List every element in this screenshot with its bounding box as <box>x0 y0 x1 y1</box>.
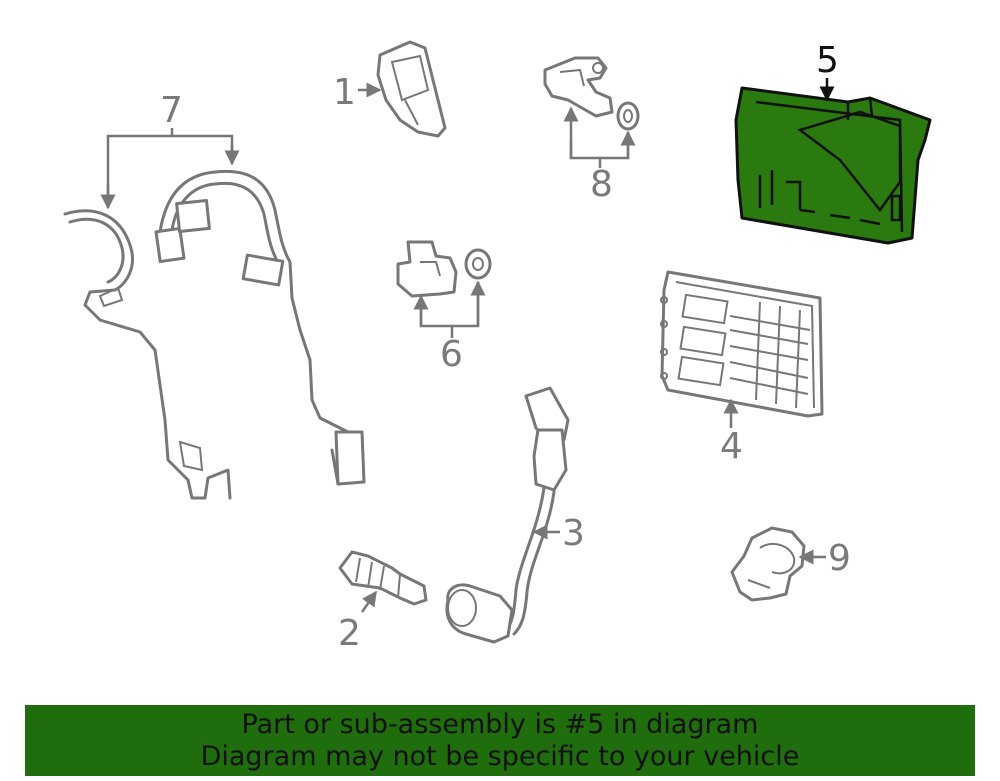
part-2-sensor[interactable] <box>338 550 428 606</box>
callout-2: 2 <box>338 613 361 654</box>
part-8-washer[interactable] <box>616 101 640 131</box>
callout-4: 4 <box>720 426 743 467</box>
fitment-banner: Part or sub-assembly is #5 in diagram Di… <box>25 705 975 776</box>
bracket-7 <box>106 134 234 205</box>
part-1-sensor[interactable] <box>376 40 447 138</box>
arrow-2 <box>360 590 378 613</box>
part-5-module[interactable] <box>734 86 932 245</box>
callout-7: 7 <box>160 90 183 131</box>
callout-8: 8 <box>590 164 613 205</box>
part-6-washer[interactable] <box>464 248 492 280</box>
callout-3: 3 <box>562 513 585 554</box>
part-6-clip[interactable] <box>396 240 458 298</box>
part-3-sensor[interactable] <box>445 386 570 644</box>
banner-line-1: Part or sub-assembly is #5 in diagram <box>241 708 759 740</box>
bracket-8 <box>569 140 630 160</box>
callout-1: 1 <box>333 72 356 113</box>
part-7-harness[interactable] <box>63 169 366 500</box>
callout-9: 9 <box>828 538 851 579</box>
part-4-control-module[interactable] <box>660 270 824 418</box>
part-8-sensor[interactable] <box>543 56 614 118</box>
callout-6: 6 <box>440 334 463 375</box>
part-9-sensor[interactable] <box>730 526 806 602</box>
banner-line-2: Diagram may not be specific to your vehi… <box>200 740 800 772</box>
parts-diagram: 1 8 5 7 <box>63 40 932 654</box>
callout-5: 5 <box>816 40 839 81</box>
